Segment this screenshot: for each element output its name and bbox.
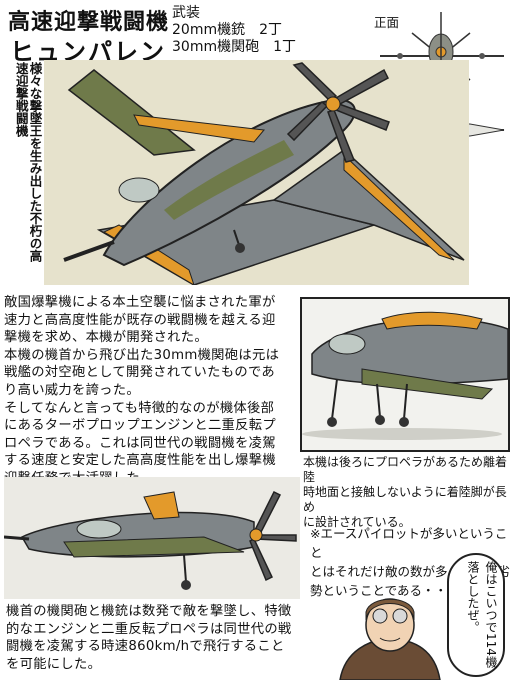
speech-bubble: 俺はこいつで114機 落としたぜ。 bbox=[447, 553, 505, 677]
caption-line: 闘機を凌駕する時速860km/hで飛行すること bbox=[6, 639, 285, 655]
description-line: 戦艦の対空砲として開発されていたものであ bbox=[4, 365, 276, 381]
description-line: 速力と高高度性能が既存の戦闘機を越える迎 bbox=[4, 312, 276, 328]
performance-caption: 機首の機関砲と機銃は数発で敵を撃墜し、特徴 的なエンジンと二重反転プロペラは同世… bbox=[6, 603, 306, 673]
description-line: そしてなんと言っても特徴的なのが機体後部 bbox=[4, 400, 275, 416]
armament-block: 武装 20mm機銃 2丁 30mm機関砲 1丁 bbox=[172, 5, 296, 56]
description-line: 撃機を求め、本機が開発された。 bbox=[4, 330, 208, 346]
landing-gear-illustration bbox=[302, 311, 509, 440]
armament-heading: 武装 bbox=[172, 5, 200, 21]
side-view-illustration-panel bbox=[3, 477, 300, 599]
side-view-illustration bbox=[3, 490, 297, 590]
landing-gear-illustration-panel bbox=[300, 297, 510, 452]
caption-line: 的なエンジンと二重反転プロペラは同世代の戦 bbox=[6, 621, 292, 637]
caption-line: に設計されている。 bbox=[303, 515, 411, 529]
description-text: 敵国爆撃機による本土空襲に悩まされた軍が 速力と高高度性能が既存の戦闘機を越える… bbox=[4, 294, 296, 488]
description-line: する速度と安定した高高度性能を出し爆撃機 bbox=[4, 453, 276, 469]
footnote-line: 勢ということである・・・ bbox=[310, 583, 460, 598]
description-line: 本機の機首から飛び出た30mm機関砲は元は bbox=[4, 347, 280, 363]
footnote-line: ※エースパイロットが多いということ bbox=[310, 526, 508, 560]
page-title: 高速迎撃戦闘機 bbox=[8, 9, 170, 35]
main-illustration-panel bbox=[44, 60, 469, 287]
caption-line: 本機は後ろにプロペラがあるため離着陸 bbox=[303, 455, 508, 484]
description-line: ロペラである。これは同世代の戦闘機を凌駕 bbox=[4, 435, 276, 451]
speech-line-2: 落としたぜ。 bbox=[466, 561, 480, 633]
speech-line-1: 俺はこいつで114機 bbox=[484, 561, 498, 668]
main-aircraft-illustration bbox=[63, 62, 465, 287]
description-line: 敵国爆撃機による本土空襲に悩まされた軍が bbox=[4, 295, 276, 310]
caption-line: 機首の機関砲と機銃は数発で敵を撃墜し、特徴 bbox=[6, 604, 292, 619]
armament-line-1: 20mm機銃 2丁 bbox=[172, 22, 282, 38]
tagline: 様々な撃墜王を生み出した不朽の高速迎撃戦闘機 bbox=[13, 62, 43, 262]
description-line: り高い威力を誇った。 bbox=[4, 382, 140, 398]
pilot-illustration bbox=[339, 598, 441, 680]
caption-line: を可能にした。 bbox=[6, 656, 102, 672]
front-view-label: 正面 bbox=[374, 15, 400, 30]
armament-line-2: 30mm機関砲 1丁 bbox=[172, 39, 296, 55]
landing-gear-caption: 本機は後ろにプロペラがあるため離着陸 時地面と接触しないように着陸脚が長め に設… bbox=[303, 455, 511, 530]
description-line: にあるターボプロップエンジンと二重反転プ bbox=[4, 418, 276, 434]
caption-line: 時地面と接触しないように着陸脚が長め bbox=[303, 485, 507, 514]
